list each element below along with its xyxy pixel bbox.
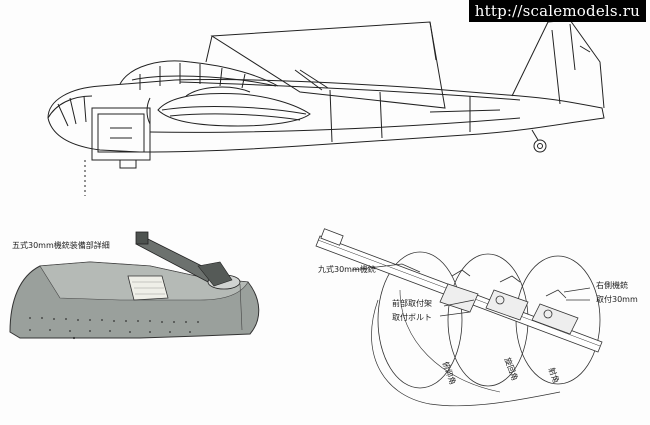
fuselage-gun-detail: [9, 231, 260, 340]
right-note-2-label: 取付30mm: [596, 295, 638, 304]
right-note-1-label: 右側機銃: [596, 281, 628, 290]
aircraft-side-profile: [47, 19, 605, 196]
mount-bracket-label: 前部取付架: [392, 299, 432, 308]
watermark-link[interactable]: http://scalemodels.ru: [468, 0, 646, 22]
gun-barrel-label: 九式30mm機銃: [318, 265, 376, 274]
gun-mount-schematic: [315, 228, 603, 407]
detail-title-label: 五式30mm機銃装備部詳細: [12, 241, 110, 250]
mount-bolt-label: 取付ボルト: [392, 313, 432, 322]
